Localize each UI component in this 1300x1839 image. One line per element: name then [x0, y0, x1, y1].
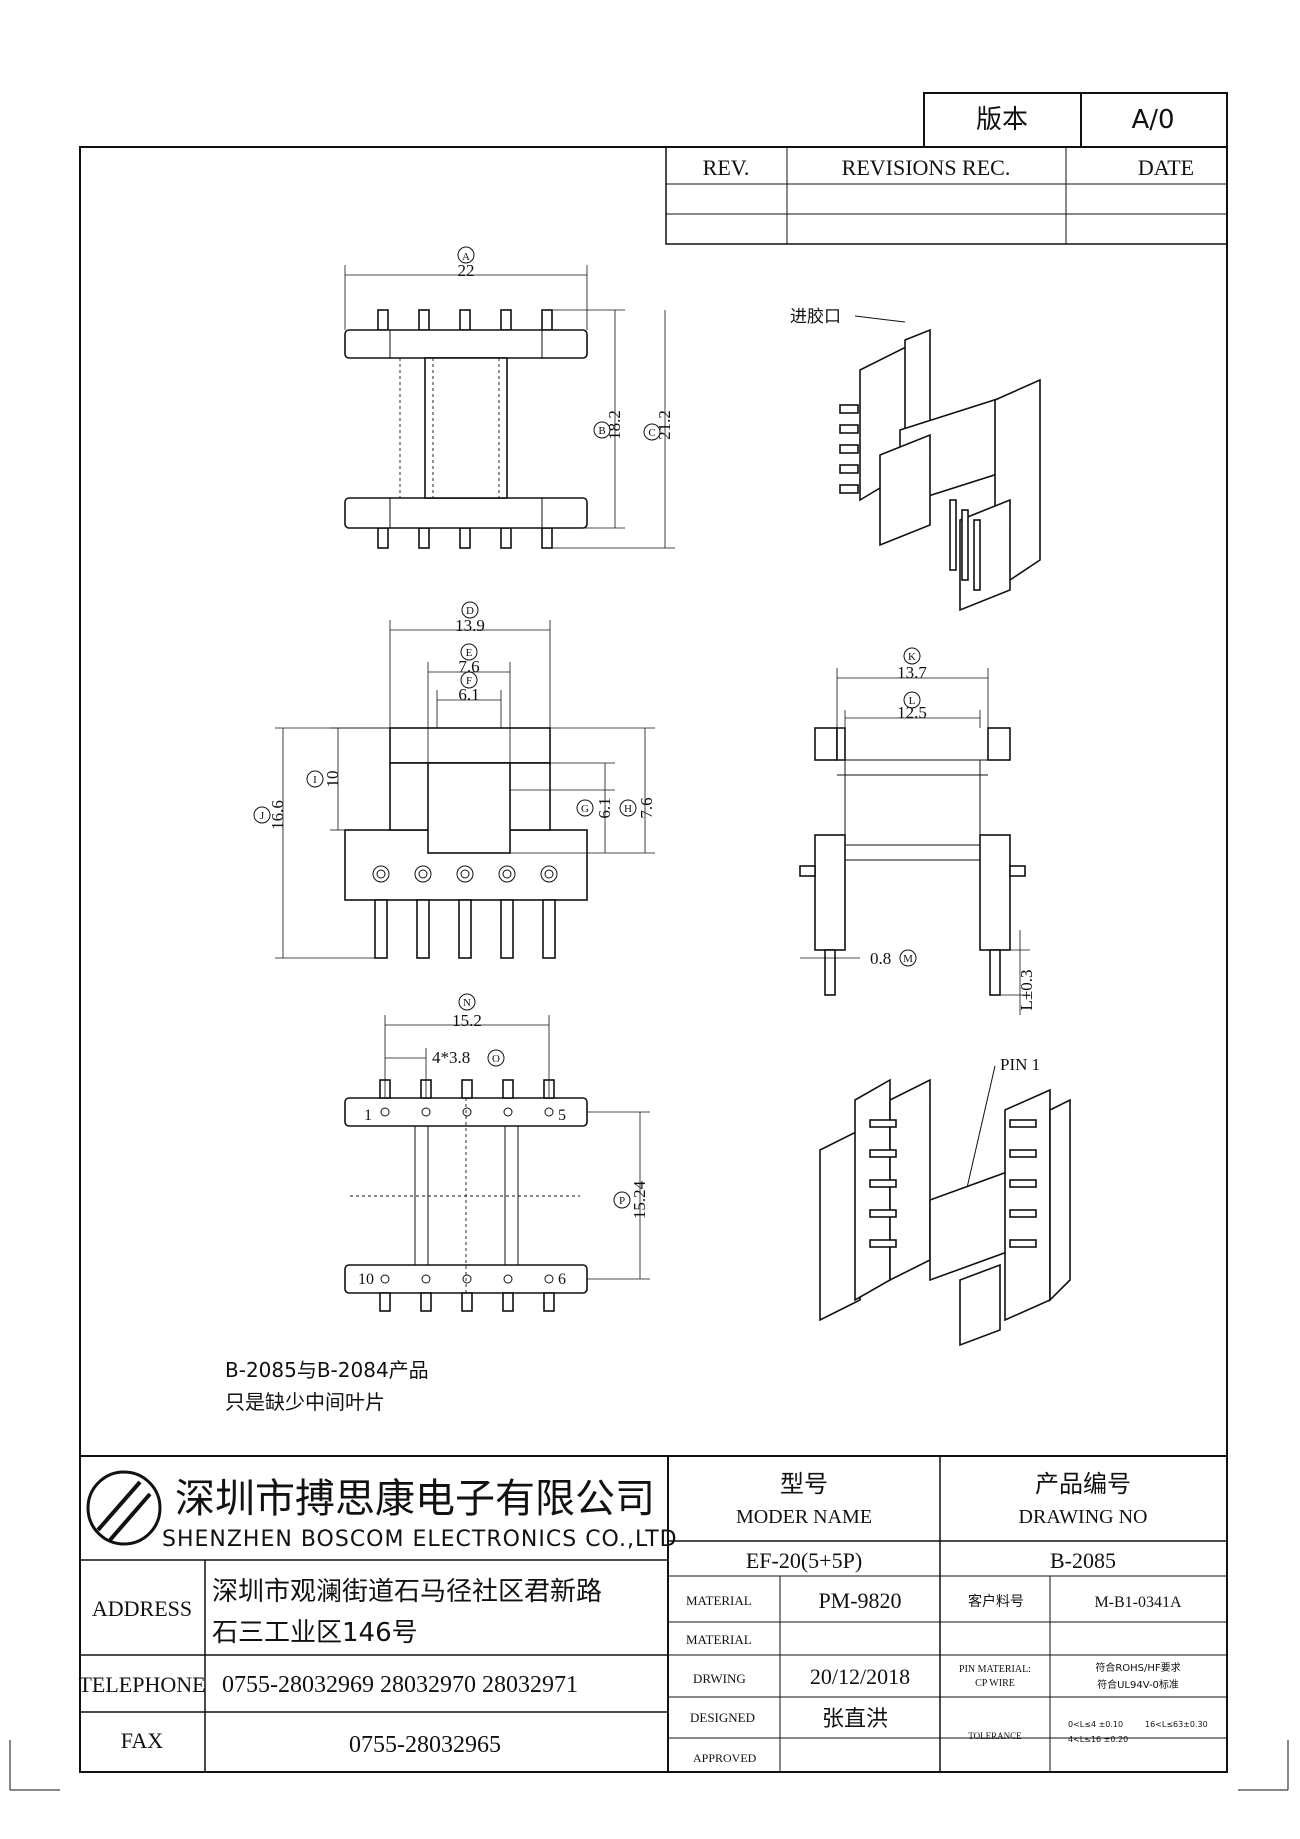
material2-label: MATERIAL — [686, 1632, 752, 1647]
dim-f-value: 6.1 — [458, 685, 479, 704]
dim-letter-l: L — [909, 695, 916, 707]
crop-marks — [9, 1740, 1289, 1791]
tolerance-1: 0<L≤4 ±0.10 — [1068, 1720, 1123, 1729]
material-label: MATERIAL — [686, 1593, 752, 1608]
dim-letter-f: F — [466, 675, 472, 687]
cp-wire-label: CP WIRE — [975, 1678, 1015, 1689]
dim-d-value: 13.9 — [455, 616, 485, 635]
drawing-date-value: 20/12/2018 — [810, 1664, 910, 1689]
dim-l-value: 12.5 — [897, 703, 927, 722]
model-label-en: MODER NAME — [736, 1506, 872, 1528]
dim-a-value: 22 — [458, 261, 475, 280]
dim-g-value: 6.1 — [595, 797, 614, 818]
dim-letter-a: A — [462, 251, 470, 263]
dim-letter-n: N — [463, 997, 471, 1009]
note-line-2: 只是缺少中间叶片 — [225, 1390, 385, 1414]
revisions-rec-header: REVISIONS REC. — [842, 155, 1011, 180]
version-value: A/0 — [1131, 105, 1174, 135]
drawing-label-en: DRAWING NO — [1019, 1506, 1148, 1528]
tolerance-3: 4<L≤16 ±0.20 — [1068, 1735, 1128, 1744]
gate-callout: 进胶口 — [790, 307, 841, 327]
dim-o-value: 4*3.8 — [432, 1048, 470, 1067]
company-logo — [86, 1470, 162, 1546]
customer-code-value: M-B1-0341A — [1094, 1594, 1182, 1611]
dim-letter-j: J — [260, 810, 265, 822]
telephone-label: TELEPHONE — [78, 1672, 205, 1697]
dim-n-value: 15.2 — [452, 1011, 482, 1030]
dim-i-value: 10 — [323, 771, 342, 788]
dim-letter-m: M — [903, 953, 913, 965]
pin-number-10: 10 — [358, 1271, 374, 1288]
note-line-1: B-2085与B-2084产品 — [225, 1358, 429, 1382]
designed-value: 张直洪 — [822, 1707, 888, 1732]
dim-letter-o: O — [492, 1053, 500, 1065]
customer-code-label: 客户料号 — [968, 1593, 1024, 1610]
drawing-label-cn: 产品编号 — [1035, 1470, 1131, 1498]
telephone-value: 0755-28032969 28032970 28032971 — [222, 1672, 578, 1698]
drawing-frame — [79, 146, 1228, 1773]
company-name-cn: 深圳市搏思康电子有限公司 — [175, 1476, 655, 1522]
dim-p-value: 15.24 — [630, 1180, 649, 1219]
fax-label: FAX — [121, 1728, 163, 1753]
pin-length-dim: L±0.3 — [1017, 970, 1036, 1011]
pin1-callout: PIN 1 — [1000, 1055, 1040, 1074]
dim-letter-g: G — [581, 803, 589, 815]
designed-label: DESIGNED — [690, 1710, 755, 1725]
compliance-rohs: 符合ROHS/HF要求 — [1095, 1661, 1180, 1674]
version-box: 版本 A/0 — [923, 92, 1228, 148]
dim-k-value: 13.7 — [897, 663, 927, 682]
bottom-view: 1 5 10 6 N 15.2 4*3.8 O P 15.24 — [344, 993, 650, 1312]
fax-value: 0755-28032965 — [349, 1732, 501, 1758]
side-view: D 13.9 E 7.6 F 6.1 I 10 J 16.6 G 6.1 H 7… — [253, 601, 656, 959]
address-line-2: 石三工业区146号 — [212, 1618, 418, 1648]
dim-e-value: 7.6 — [458, 657, 479, 676]
model-value: EF-20(5+5P) — [746, 1548, 862, 1573]
dim-letter-e: E — [466, 647, 473, 659]
dim-letter-c: C — [648, 427, 655, 439]
rev-header: REV. — [703, 155, 750, 180]
dim-letter-i: I — [313, 774, 317, 786]
front-view: A 22 B 18.2 C 21.2 — [344, 246, 675, 549]
pin-number-5: 5 — [558, 1107, 566, 1124]
approved-label: APPROVED — [693, 1751, 757, 1765]
isometric-view-bottom: PIN 1 — [819, 1055, 1071, 1347]
drawing-date-label: DRWING — [693, 1671, 746, 1686]
version-label: 版本 — [976, 105, 1028, 135]
tolerance-2: 16<L≤63±0.30 — [1145, 1720, 1208, 1729]
pin-material-label: PIN MATERIAL: — [959, 1664, 1031, 1675]
address-label: ADDRESS — [92, 1596, 192, 1621]
tolerance-label: TOLERANCE — [968, 1731, 1022, 1741]
pin-number-1: 1 — [364, 1107, 372, 1124]
dim-h-value: 7.6 — [637, 797, 656, 818]
pin-number-6: 6 — [558, 1271, 566, 1288]
end-view: K 13.7 L 12.5 0.8 M L±0.3 — [799, 647, 1036, 1015]
isometric-view-top: 进胶口 — [790, 307, 1041, 612]
dim-letter-b: B — [598, 425, 605, 437]
dim-letter-k: K — [908, 651, 916, 663]
company-name-en: SHENZHEN BOSCOM ELECTRONICS CO.,LTD — [162, 1527, 678, 1552]
dim-m-value: 0.8 — [870, 949, 891, 968]
revision-table: REV. REVISIONS REC. DATE — [665, 146, 1228, 245]
address-line-1: 深圳市观澜街道石马径社区君新路 — [212, 1577, 602, 1607]
drawing-note: B-2085与B-2084产品 只是缺少中间叶片 — [225, 1358, 429, 1414]
compliance-ul: 符合UL94V-0标准 — [1097, 1678, 1179, 1691]
dim-letter-p: P — [619, 1195, 625, 1207]
dim-j-value: 16.6 — [268, 800, 287, 830]
material-value: PM-9820 — [818, 1588, 901, 1613]
dim-letter-d: D — [466, 605, 474, 617]
dim-b-value: 18.2 — [605, 410, 624, 440]
date-header: DATE — [1138, 155, 1194, 180]
drawing-value: B-2085 — [1050, 1548, 1116, 1573]
model-label-cn: 型号 — [780, 1470, 828, 1498]
dim-c-value: 21.2 — [655, 410, 674, 440]
dim-letter-h: H — [624, 803, 632, 815]
title-block: 深圳市搏思康电子有限公司 SHENZHEN BOSCOM ELECTRONICS… — [78, 1455, 1227, 1772]
